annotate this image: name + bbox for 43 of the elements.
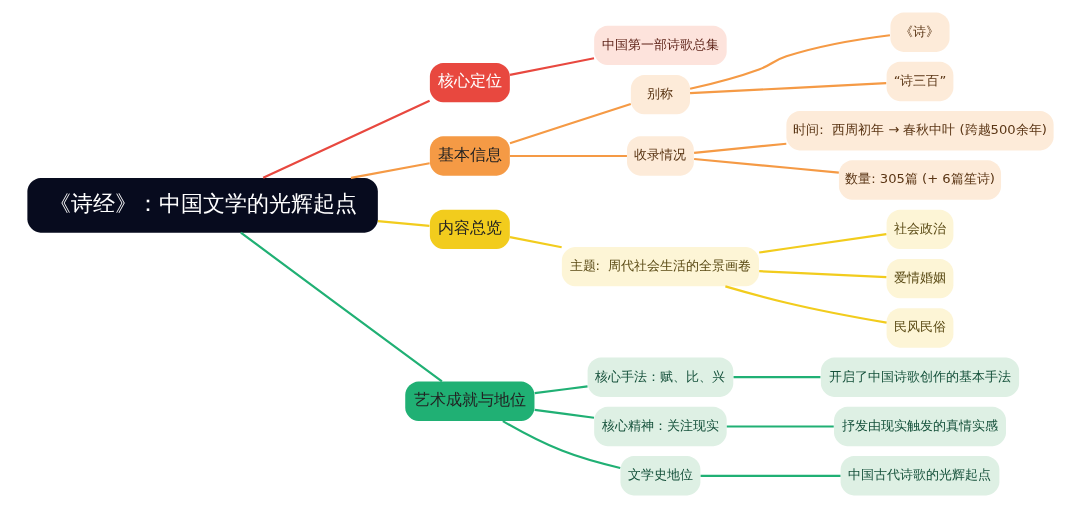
node-box: 收录情况 — [626, 136, 694, 176]
connector — [733, 376, 820, 379]
node-box: 内容总览 — [429, 209, 510, 250]
node-box: 爱情婚姻 — [886, 258, 953, 299]
node-box: 文学史地位 — [619, 456, 700, 496]
connector — [262, 99, 430, 179]
node-box: 艺术成就与地位 — [404, 381, 534, 421]
connector — [693, 157, 839, 174]
connector — [509, 154, 627, 158]
node-box: 社会政治 — [886, 209, 953, 250]
connector — [700, 474, 840, 477]
connector — [501, 420, 620, 470]
connector — [726, 425, 834, 428]
connector — [724, 285, 887, 324]
connector — [689, 34, 890, 90]
connector — [239, 231, 443, 383]
node-box: 基本信息 — [429, 136, 510, 176]
node-box: 《诗》 — [889, 12, 950, 52]
node-box: 别称 — [630, 74, 690, 115]
connector — [509, 236, 562, 249]
connector — [758, 270, 886, 279]
connector — [509, 102, 631, 145]
connector — [377, 220, 430, 227]
node-box: 核心手法：赋、比、兴 — [587, 357, 733, 397]
node-box: 中国古代诗歌的光辉起点 — [840, 456, 999, 496]
connector — [758, 233, 887, 254]
node-box: 核心定位 — [429, 62, 510, 103]
node-box: 《诗经》：中国文学的光辉起点 — [26, 177, 378, 233]
connector — [689, 82, 886, 95]
node-box: “诗三百” — [886, 61, 953, 102]
node-box: 数量: 305篇 (+ 6篇笙诗) — [838, 160, 1001, 200]
connector — [534, 385, 588, 395]
node-box: 开启了中国诗歌创作的基本手法 — [820, 357, 1019, 397]
node-box: 抒发由现实触发的真情实感 — [833, 406, 1006, 447]
node-box: 中国第一部诗歌总集 — [593, 25, 727, 66]
connector — [350, 162, 430, 179]
connector — [693, 142, 786, 154]
node-box: 核心精神：关注现实 — [593, 406, 727, 447]
node-box: 时间: 西周初年 → 春秋中叶 (跨越500余年) — [785, 111, 1054, 151]
connector — [534, 408, 594, 419]
connector — [509, 57, 594, 76]
node-box: 主题: 周代社会生活的全景画卷 — [561, 246, 759, 287]
node-box: 民风民俗 — [886, 308, 953, 348]
